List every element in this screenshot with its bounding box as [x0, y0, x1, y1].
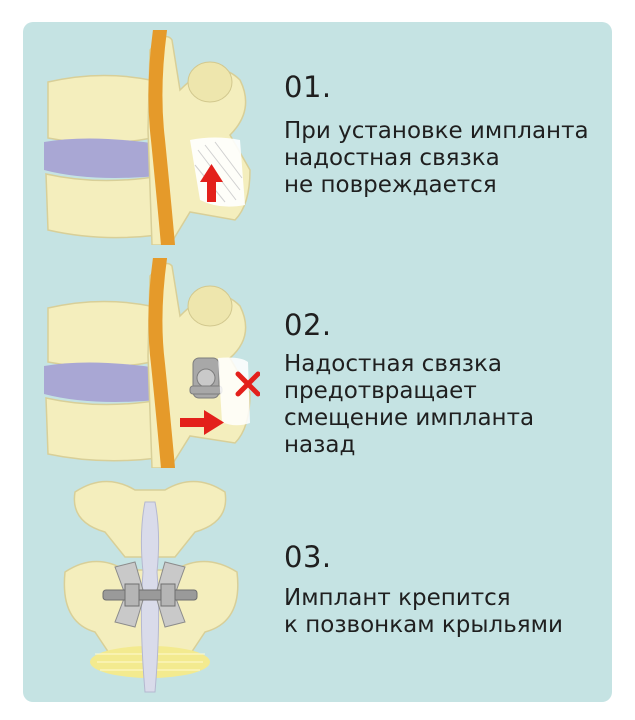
step-3-line: Имплант крепится	[284, 585, 511, 611]
illustration-spine-posterior	[63, 480, 239, 693]
step-3-line: к позвонкам крыльями	[284, 612, 563, 638]
step-1-line: не повреждается	[284, 172, 497, 198]
step-1-line: надостная связка	[284, 145, 500, 171]
step-3-description: Имплант крепится к позвонкам крыльями	[284, 585, 563, 639]
illustration-spine-side-blocked	[44, 258, 260, 468]
step-1-description: При установке импланта надостная связка …	[284, 118, 589, 199]
step-2-line: Надостная связка	[284, 351, 502, 377]
right-arrow-icon	[180, 410, 224, 435]
step-2-line: предотвращает	[284, 378, 477, 404]
step-2-line: назад	[284, 432, 356, 458]
step-2-description: Надостная связка предотвращает смещение …	[284, 351, 534, 459]
step-2-line: смещение импланта	[284, 405, 535, 431]
cross-icon	[235, 371, 260, 397]
illustration-spine-side-insertion	[44, 30, 251, 245]
step-1-line: При установке импланта	[284, 118, 589, 144]
step-2-number: 02.	[284, 308, 332, 342]
step-1-number: 01.	[284, 70, 332, 104]
step-3-number: 03.	[284, 540, 332, 574]
up-arrow-icon	[200, 164, 223, 202]
